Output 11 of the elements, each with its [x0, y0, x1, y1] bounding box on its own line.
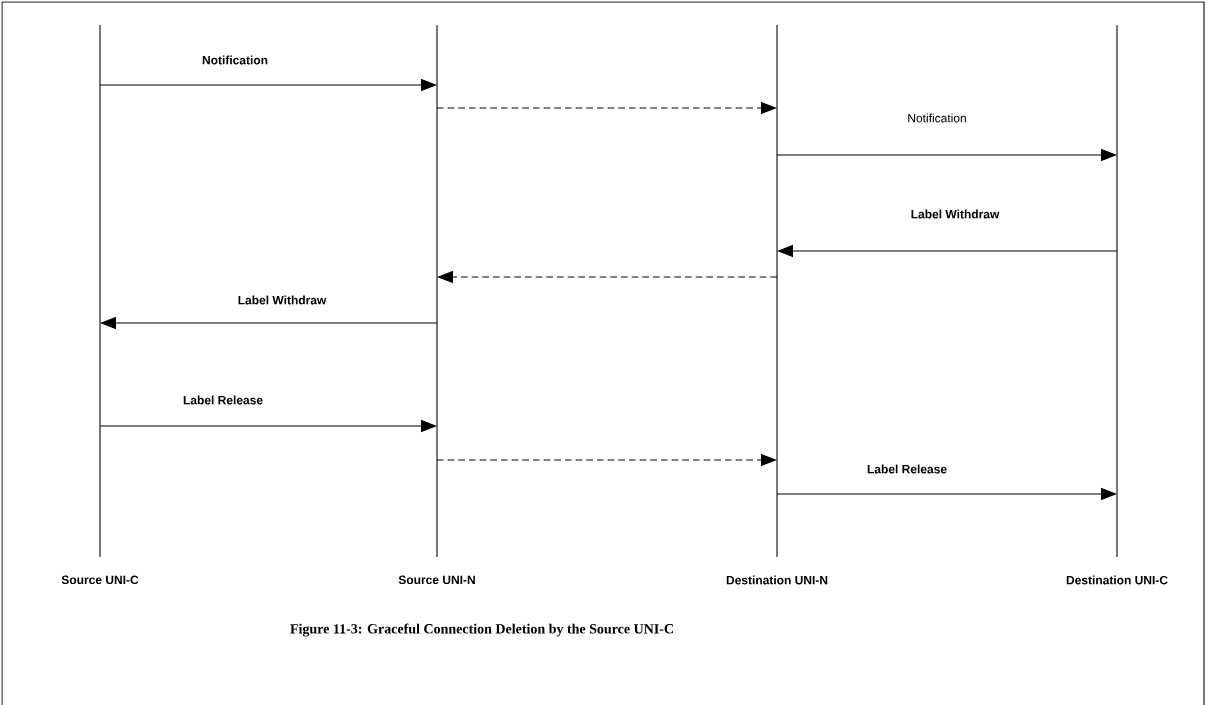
edge-label: Label Release [181, 394, 265, 406]
edge-label: Label Withdraw [236, 294, 328, 306]
lifeline: Destination UNI-C [1066, 24, 1168, 585]
lifeline: Destination UNI-N [726, 24, 828, 585]
caption: Figure 11-3: Graceful Connection Deletion by the Source UNI-C [290, 623, 673, 637]
edge-label: Notification [200, 54, 270, 66]
edge-label: Label Withdraw [909, 208, 1001, 220]
lifeline: Source UNI-N [398, 24, 475, 585]
edge-label: Label Release [865, 463, 949, 475]
lifeline: Source UNI-C [61, 24, 139, 585]
edge-label: Notification [906, 112, 968, 124]
